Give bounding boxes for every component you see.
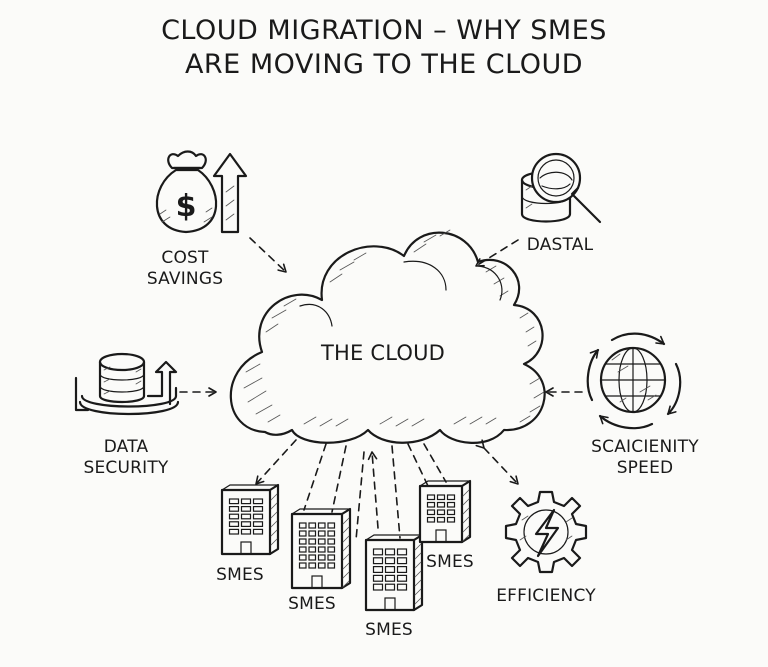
cost-savings-label: COST SAVINGS [130,248,240,290]
office-building-icon [418,479,472,544]
database-server-icon [74,352,180,416]
title-line-2: ARE MOVING TO THE CLOUD [184,49,584,80]
dastal-label: DASTAL [526,235,594,255]
smes-label: SMES [426,552,474,572]
data-security-line-2: SECURITY [83,458,169,478]
data-security-line-1: DATA [103,437,149,457]
cost-savings-line-2: SAVINGS [146,269,224,289]
cost-savings-line-1: COST [161,248,209,268]
speed-label: SCAICIENITY SPEED [570,437,720,479]
office-building-icon [220,483,280,556]
diagram-title: CLOUD MIGRATION – WHY SMES ARE MOVING TO… [0,14,768,82]
cloud-label: THE CLOUD [320,341,446,365]
money-bag-icon: $ [155,150,218,234]
title-line-1: CLOUD MIGRATION – WHY SMES [161,15,607,46]
globe-cycle-icon [586,332,682,430]
speed-line-2: SPEED [616,458,674,478]
svg-text:$: $ [176,189,197,224]
office-building-icon [364,533,424,612]
speed-line-1: SCAICIENITY [591,437,699,457]
gear-lightning-icon [504,490,588,574]
smes-label: SMES [365,620,413,640]
smes-label: SMES [216,565,264,585]
cloud-shape [229,229,546,444]
efficiency-label: EFFICIENCY [496,586,596,606]
connector-arrows [179,237,583,541]
data-security-label: DATA SECURITY [66,437,186,479]
office-building-icon [290,507,352,590]
database-magnifier-icon [520,152,602,224]
growth-arrow-icon [212,152,248,234]
smes-label: SMES [288,594,336,614]
